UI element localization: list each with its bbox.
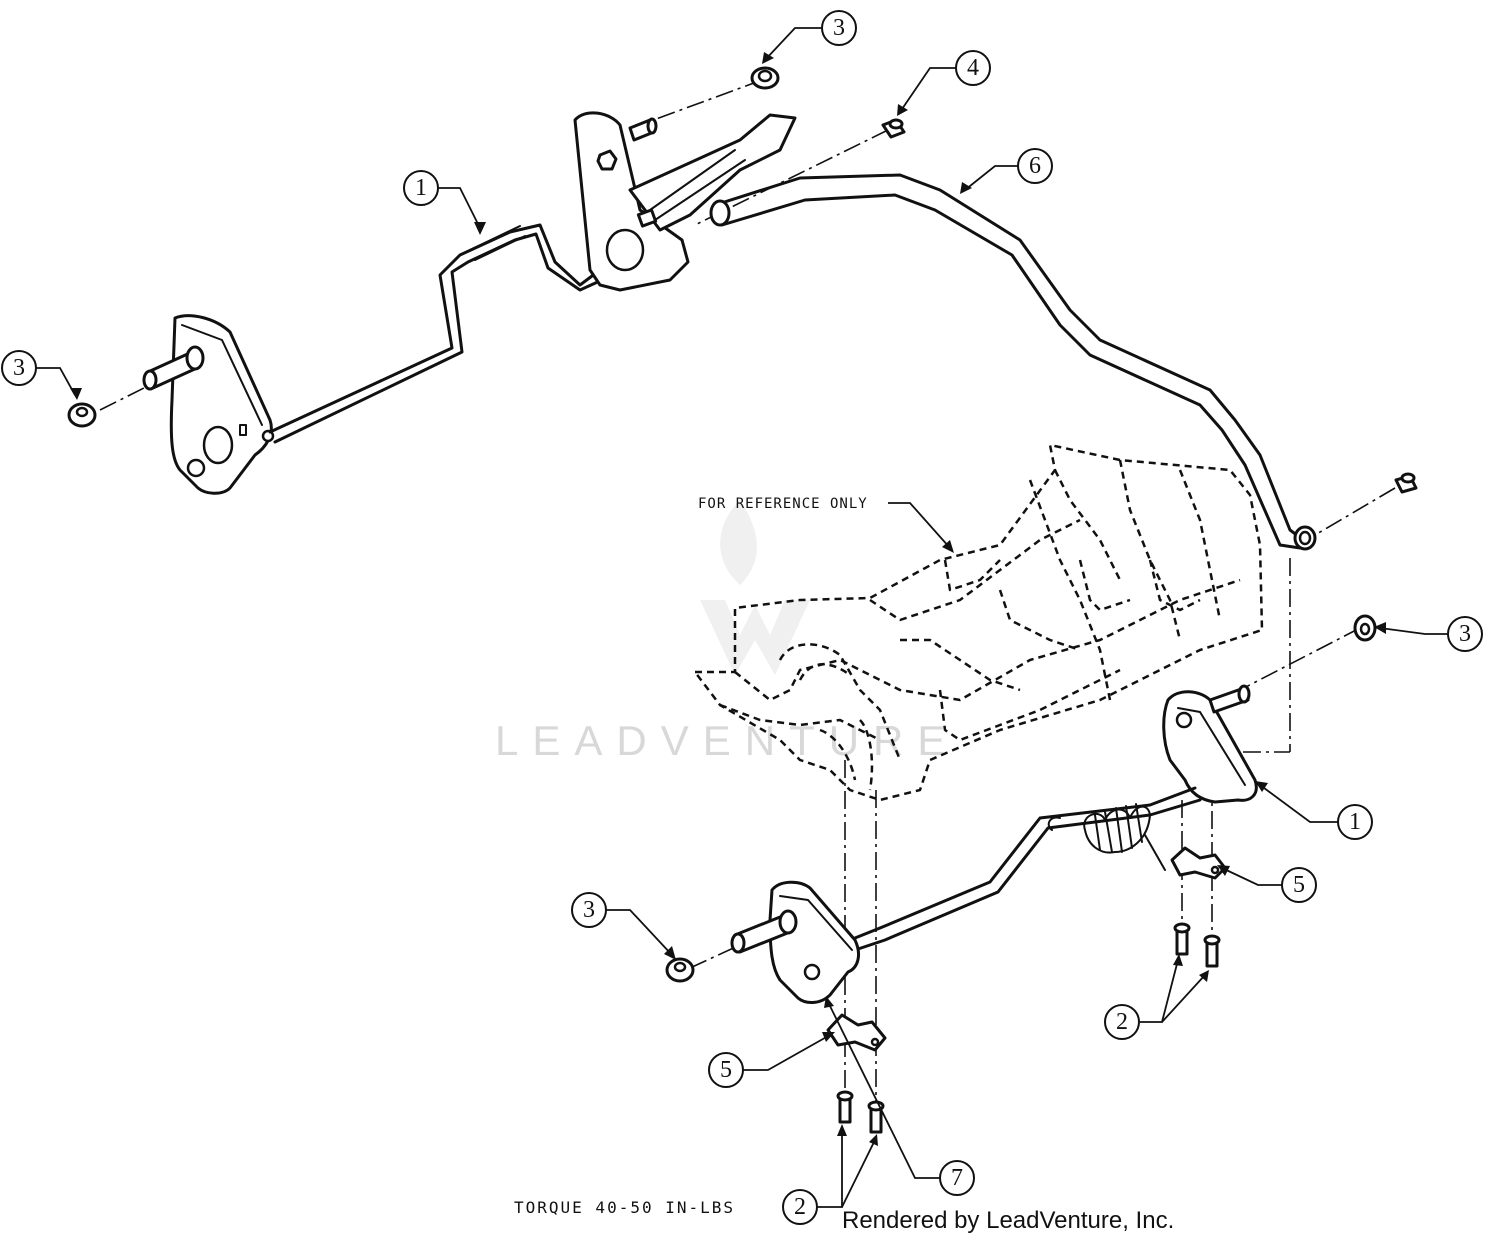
svg-text:6: 6 — [1029, 153, 1041, 179]
svg-text:1: 1 — [415, 175, 427, 201]
torque-note: TORQUE 40-50 IN-LBS — [514, 1198, 735, 1217]
flange-nut-left-icon — [67, 402, 97, 428]
render-credit: Rendered by LeadVenture, Inc. — [842, 1207, 1174, 1234]
flange-nut-top-icon — [750, 66, 780, 90]
spring — [1047, 803, 1166, 871]
watermark-flame-icon — [700, 500, 810, 675]
callout-3-left: 3 — [1, 350, 37, 386]
svg-text:2: 2 — [1116, 1009, 1128, 1035]
svg-text:7: 7 — [951, 1165, 963, 1191]
upper-lift-shaft-assembly — [67, 66, 1418, 551]
centerlines — [99, 79, 1396, 1110]
callout-5-left: 5 — [708, 1052, 744, 1088]
bolt-pair-bottom-icon — [836, 1090, 885, 1134]
callout-5-right: 5 — [1281, 867, 1317, 903]
watermark-text: LEADVENTURE — [495, 717, 959, 764]
reference-note: FOR REFERENCE ONLY — [698, 496, 868, 512]
callout-1-top: 1 — [403, 170, 439, 206]
callout-6-top: 6 — [1017, 148, 1053, 184]
bolt-pair-right-icon — [1173, 922, 1221, 968]
svg-text:1: 1 — [1349, 809, 1361, 835]
callout-2-bottom: 2 — [782, 1189, 818, 1225]
clamp-left-icon — [826, 1013, 887, 1052]
callout-7-bottom: 7 — [939, 1160, 975, 1196]
svg-text:3: 3 — [13, 355, 25, 381]
clamp-right-icon — [1170, 846, 1227, 880]
watermark: LEADVENTURE — [495, 500, 959, 764]
flange-nut-right-icon — [1353, 614, 1377, 642]
reference-deck — [693, 443, 1264, 802]
bolt-top-icon — [881, 118, 906, 139]
svg-text:2: 2 — [794, 1194, 806, 1220]
svg-text:4: 4 — [967, 55, 979, 81]
leaders — [36, 27, 1448, 1208]
flange-nut-bottom-icon — [665, 957, 695, 983]
callout-3-top: 3 — [821, 10, 857, 46]
svg-text:3: 3 — [583, 897, 595, 923]
callout-2-right: 2 — [1104, 1004, 1140, 1040]
callout-3-right: 3 — [1447, 616, 1483, 652]
bolt-right-icon — [1394, 472, 1418, 494]
svg-text:5: 5 — [1293, 872, 1305, 898]
svg-text:5: 5 — [720, 1057, 732, 1083]
lower-lift-shaft-assembly — [665, 614, 1377, 1134]
callout-4-top: 4 — [955, 50, 991, 86]
callout-1-right: 1 — [1337, 804, 1373, 840]
svg-text:3: 3 — [1459, 621, 1471, 647]
callout-3-bottom: 3 — [571, 892, 607, 928]
svg-text:3: 3 — [833, 15, 845, 41]
